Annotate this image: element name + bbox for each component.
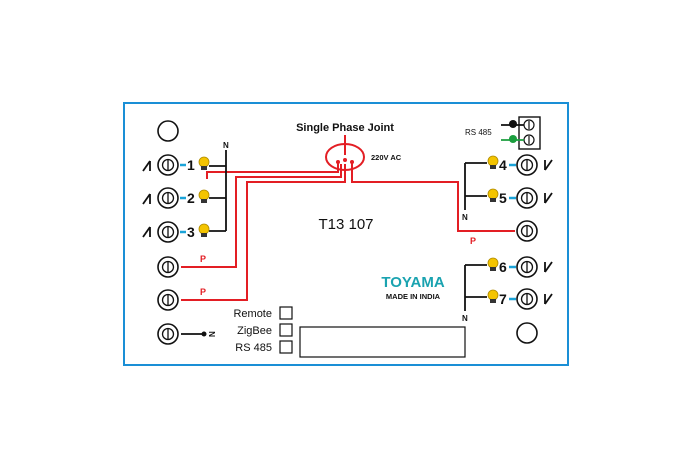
phase-output-terminal	[516, 220, 538, 242]
switch-icon	[544, 293, 553, 305]
option-rs485-label: RS 485	[235, 342, 272, 354]
rs485-label: RS 485	[465, 128, 492, 137]
bulb-icon	[487, 257, 499, 271]
left-neutral-bus	[209, 150, 227, 232]
phase-label-1: P	[200, 254, 206, 264]
model-number: T13 107	[318, 216, 373, 233]
screw-terminal-icon	[157, 187, 179, 209]
screw-terminal-icon	[516, 187, 538, 209]
rs485-connector	[501, 116, 541, 150]
screw-terminal-icon	[516, 256, 538, 278]
screw-terminal-icon	[157, 221, 179, 243]
neutral-label-left: N	[223, 141, 229, 150]
brand-name: TOYAMA	[381, 274, 445, 291]
screw-terminal-icon	[157, 154, 179, 176]
phase-wires	[181, 162, 515, 301]
switch-icon	[544, 192, 553, 204]
neutral-terminal	[157, 323, 207, 345]
switch-number-1: 1	[187, 157, 195, 173]
bulb-icon	[198, 189, 210, 203]
switch-icon	[142, 226, 151, 238]
right-neutral-bus-upper	[464, 162, 487, 210]
screw-terminal-icon	[516, 154, 538, 176]
switch-row-1: 1	[142, 154, 210, 176]
switch-row-6: 6	[487, 256, 553, 278]
phase-terminal-1	[157, 256, 179, 278]
switch-number-4: 4	[499, 157, 507, 173]
neutral-label-right-upper: N	[462, 213, 468, 222]
switch-number-5: 5	[499, 190, 507, 206]
switch-number-3: 3	[187, 224, 195, 240]
switch-row-5: 5	[487, 187, 553, 209]
switch-row-2: 2	[142, 187, 210, 209]
switch-icon	[544, 159, 553, 171]
switch-number-7: 7	[499, 291, 507, 307]
phase-terminal-2	[157, 289, 179, 311]
bulb-icon	[198, 223, 210, 237]
right-neutral-bus-lower	[464, 264, 487, 311]
option-rs485-checkbox[interactable]	[279, 340, 293, 354]
mounting-hole-top-left	[157, 120, 179, 142]
option-zigbee-label: ZigBee	[237, 325, 272, 337]
bulb-icon	[487, 188, 499, 202]
switch-row-7: 7	[487, 288, 553, 310]
phase-label-2: P	[200, 287, 206, 297]
label-box	[299, 326, 466, 358]
bulb-icon	[198, 156, 210, 170]
switch-icon	[142, 160, 151, 172]
switch-number-6: 6	[499, 259, 507, 275]
switch-row-4: 4	[487, 154, 553, 176]
phase-label-right: P	[470, 236, 476, 246]
screw-terminal-icon	[516, 288, 538, 310]
brand-tagline: MADE IN INDIA	[386, 292, 441, 301]
option-zigbee-checkbox[interactable]	[279, 323, 293, 337]
bulb-icon	[487, 155, 499, 169]
switch-row-3: 3	[142, 221, 210, 243]
voltage-label: 220V AC	[371, 153, 402, 162]
option-remote-label: Remote	[233, 308, 272, 320]
neutral-label-right-lower: N	[462, 314, 468, 323]
switch-icon	[142, 193, 151, 205]
diagram-title: Single Phase Joint	[296, 122, 394, 134]
mounting-hole-bottom-right	[516, 322, 538, 344]
switch-number-2: 2	[187, 190, 195, 206]
option-remote-checkbox[interactable]	[279, 306, 293, 320]
bulb-icon	[487, 289, 499, 303]
switch-icon	[544, 261, 553, 273]
neutral-label-terminal: N	[208, 331, 217, 337]
